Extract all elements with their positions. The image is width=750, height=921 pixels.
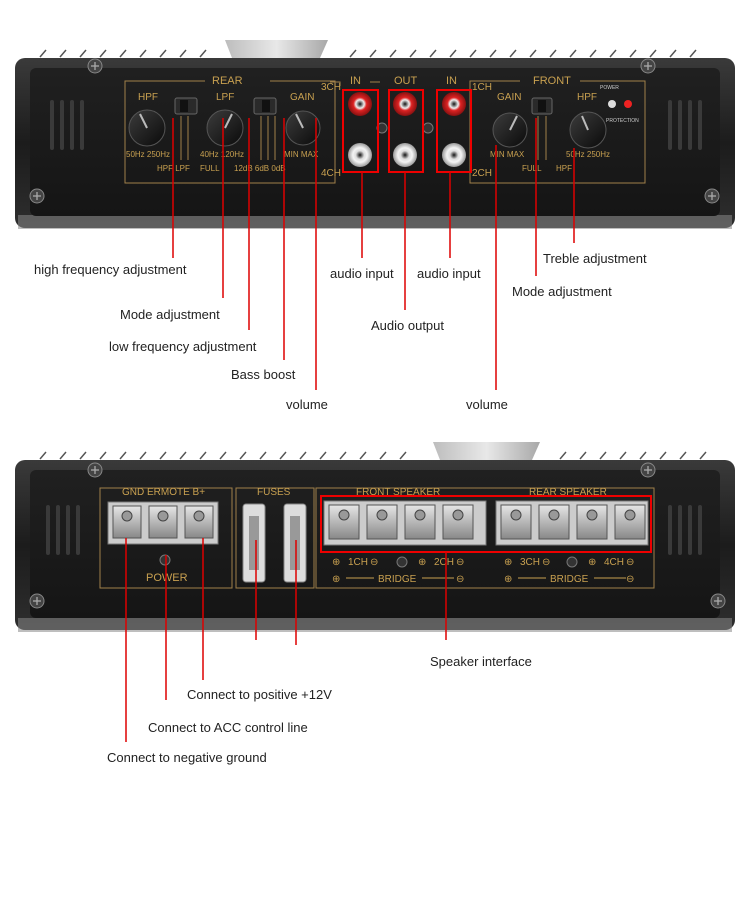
label-rear-hpf: HPF: [138, 92, 158, 103]
label-front-hpf: HPF: [577, 92, 597, 103]
rca-in-right[interactable]: [442, 92, 466, 167]
top-callout-lines: [172, 118, 575, 390]
label-1ch: 1CH: [472, 82, 492, 93]
rear-section-outline: [124, 80, 336, 184]
callout-low-frequency: low frequency adjustment: [109, 339, 257, 354]
speaker-terminals[interactable]: [323, 500, 649, 546]
callout-volume-right: volume: [466, 397, 508, 412]
label-rear-speaker: REAR SPEAKER: [529, 487, 607, 498]
vent-slots-right-top: [668, 100, 702, 150]
svg-text:⊕: ⊕: [504, 574, 512, 585]
rear-bass-boost-switch[interactable]: [253, 97, 277, 115]
label-front-speaker: FRONT SPEAKER: [356, 487, 440, 498]
label-bridge-right: BRIDGE: [550, 574, 589, 585]
label-rear-gain-scale: MIN MAX: [284, 150, 319, 159]
label-3ch: 3CH: [520, 557, 540, 568]
label-front: FRONT: [533, 75, 571, 87]
front-gain-knob[interactable]: [492, 112, 528, 148]
rear-lpf-knob[interactable]: [206, 109, 244, 147]
label-protection-led: PROTECTION: [606, 118, 639, 124]
callout-volume-left: volume: [286, 397, 328, 412]
label-power-terminals: GND ERMOTE B+: [122, 487, 205, 498]
label-in-right: IN: [446, 75, 457, 87]
label-front-full: FULL: [522, 164, 542, 173]
top-amplifier: REAR FRONT 3CH 4CH 1CH 2CH IN OUT IN HPF…: [15, 40, 735, 229]
callout-audio-output: Audio output: [371, 318, 445, 333]
callout-audio-input-right: audio input: [417, 266, 481, 281]
label-rear-gain: GAIN: [290, 92, 314, 103]
label-4ch: 4CH: [604, 557, 624, 568]
bottom-callout-lines: [125, 538, 447, 742]
svg-text:⊕: ⊕: [588, 557, 596, 568]
label-rear-boost-scale: 12dB 6dB 0dB: [234, 164, 286, 173]
power-terminals[interactable]: [107, 501, 219, 545]
label-2ch: 2CH: [472, 168, 492, 179]
callout-high-frequency: high frequency adjustment: [34, 262, 187, 277]
svg-text:⊖: ⊖: [370, 557, 378, 568]
label-power-led: POWER: [600, 85, 619, 91]
rear-hpf-knob[interactable]: [128, 109, 166, 147]
svg-text:⊖: ⊖: [542, 557, 550, 568]
label-front-gain: GAIN: [497, 92, 521, 103]
front-mode-switch[interactable]: [531, 97, 553, 115]
speaker-section-outline: [315, 487, 655, 589]
label-3ch: 3CH: [321, 82, 341, 93]
rca-out[interactable]: [393, 92, 417, 167]
svg-text:⊕: ⊕: [504, 557, 512, 568]
label-rear-hpf-scale: 50Hz 250Hz: [126, 150, 170, 159]
label-rear-lpf-scale: 40Hz 120Hz: [200, 150, 244, 159]
rca-in-left[interactable]: [348, 92, 372, 167]
svg-text:⊖: ⊖: [626, 557, 634, 568]
svg-text:⊕: ⊕: [332, 574, 340, 585]
fuses-section-outline: [235, 487, 315, 589]
label-rear-lpf: LPF: [216, 92, 234, 103]
rear-gain-knob[interactable]: [285, 110, 321, 146]
label-front-hpf-scale: 50Hz 250Hz: [566, 150, 610, 159]
label-front-gain-scale: MIN MAX: [490, 150, 525, 159]
callout-mode-left: Mode adjustment: [120, 307, 220, 322]
label-rear: REAR: [212, 75, 243, 87]
front-hpf-knob[interactable]: [569, 111, 607, 149]
label-2ch: 2CH: [434, 557, 454, 568]
rear-mode-switch[interactable]: [174, 97, 198, 115]
label-rear-full: FULL: [200, 164, 220, 173]
status-leds: [608, 100, 632, 108]
callout-positive-12v: Connect to positive +12V: [187, 687, 332, 702]
callout-mode-right: Mode adjustment: [512, 284, 612, 299]
callout-acc-line: Connect to ACC control line: [148, 720, 308, 735]
protection-led: [624, 100, 632, 108]
callout-bass-boost: Bass boost: [231, 367, 296, 382]
bottom-amplifier: GND ERMOTE B+ POWER FUSES FRONT SPEAKER …: [15, 442, 735, 632]
svg-text:⊖: ⊖: [626, 574, 634, 585]
heatsink-fins-top: [39, 49, 697, 58]
vent-slots-left-top: [50, 100, 84, 150]
label-power: POWER: [146, 572, 188, 584]
rca-highlight-boxes: [342, 89, 472, 173]
power-led: [608, 100, 616, 108]
front-section-outline: [469, 80, 646, 184]
label-front-hpf-bottom: HPF: [556, 164, 572, 173]
callout-audio-input-left: audio input: [330, 266, 394, 281]
label-1ch: 1CH: [348, 557, 368, 568]
svg-text:⊕: ⊕: [418, 557, 426, 568]
label-bridge-left: BRIDGE: [378, 574, 417, 585]
label-in-left: IN: [350, 75, 361, 87]
label-fuses: FUSES: [257, 487, 291, 498]
callout-speaker-interface: Speaker interface: [430, 654, 532, 669]
callout-negative-ground: Connect to negative ground: [107, 750, 267, 765]
speaker-highlight-box: [320, 495, 652, 553]
label-4ch: 4CH: [321, 168, 341, 179]
fuses[interactable]: [242, 503, 307, 583]
svg-text:⊕: ⊕: [332, 557, 340, 568]
label-out: OUT: [394, 75, 418, 87]
svg-text:⊖: ⊖: [456, 574, 464, 585]
svg-text:⊖: ⊖: [456, 557, 464, 568]
callout-treble: Treble adjustment: [543, 251, 647, 266]
